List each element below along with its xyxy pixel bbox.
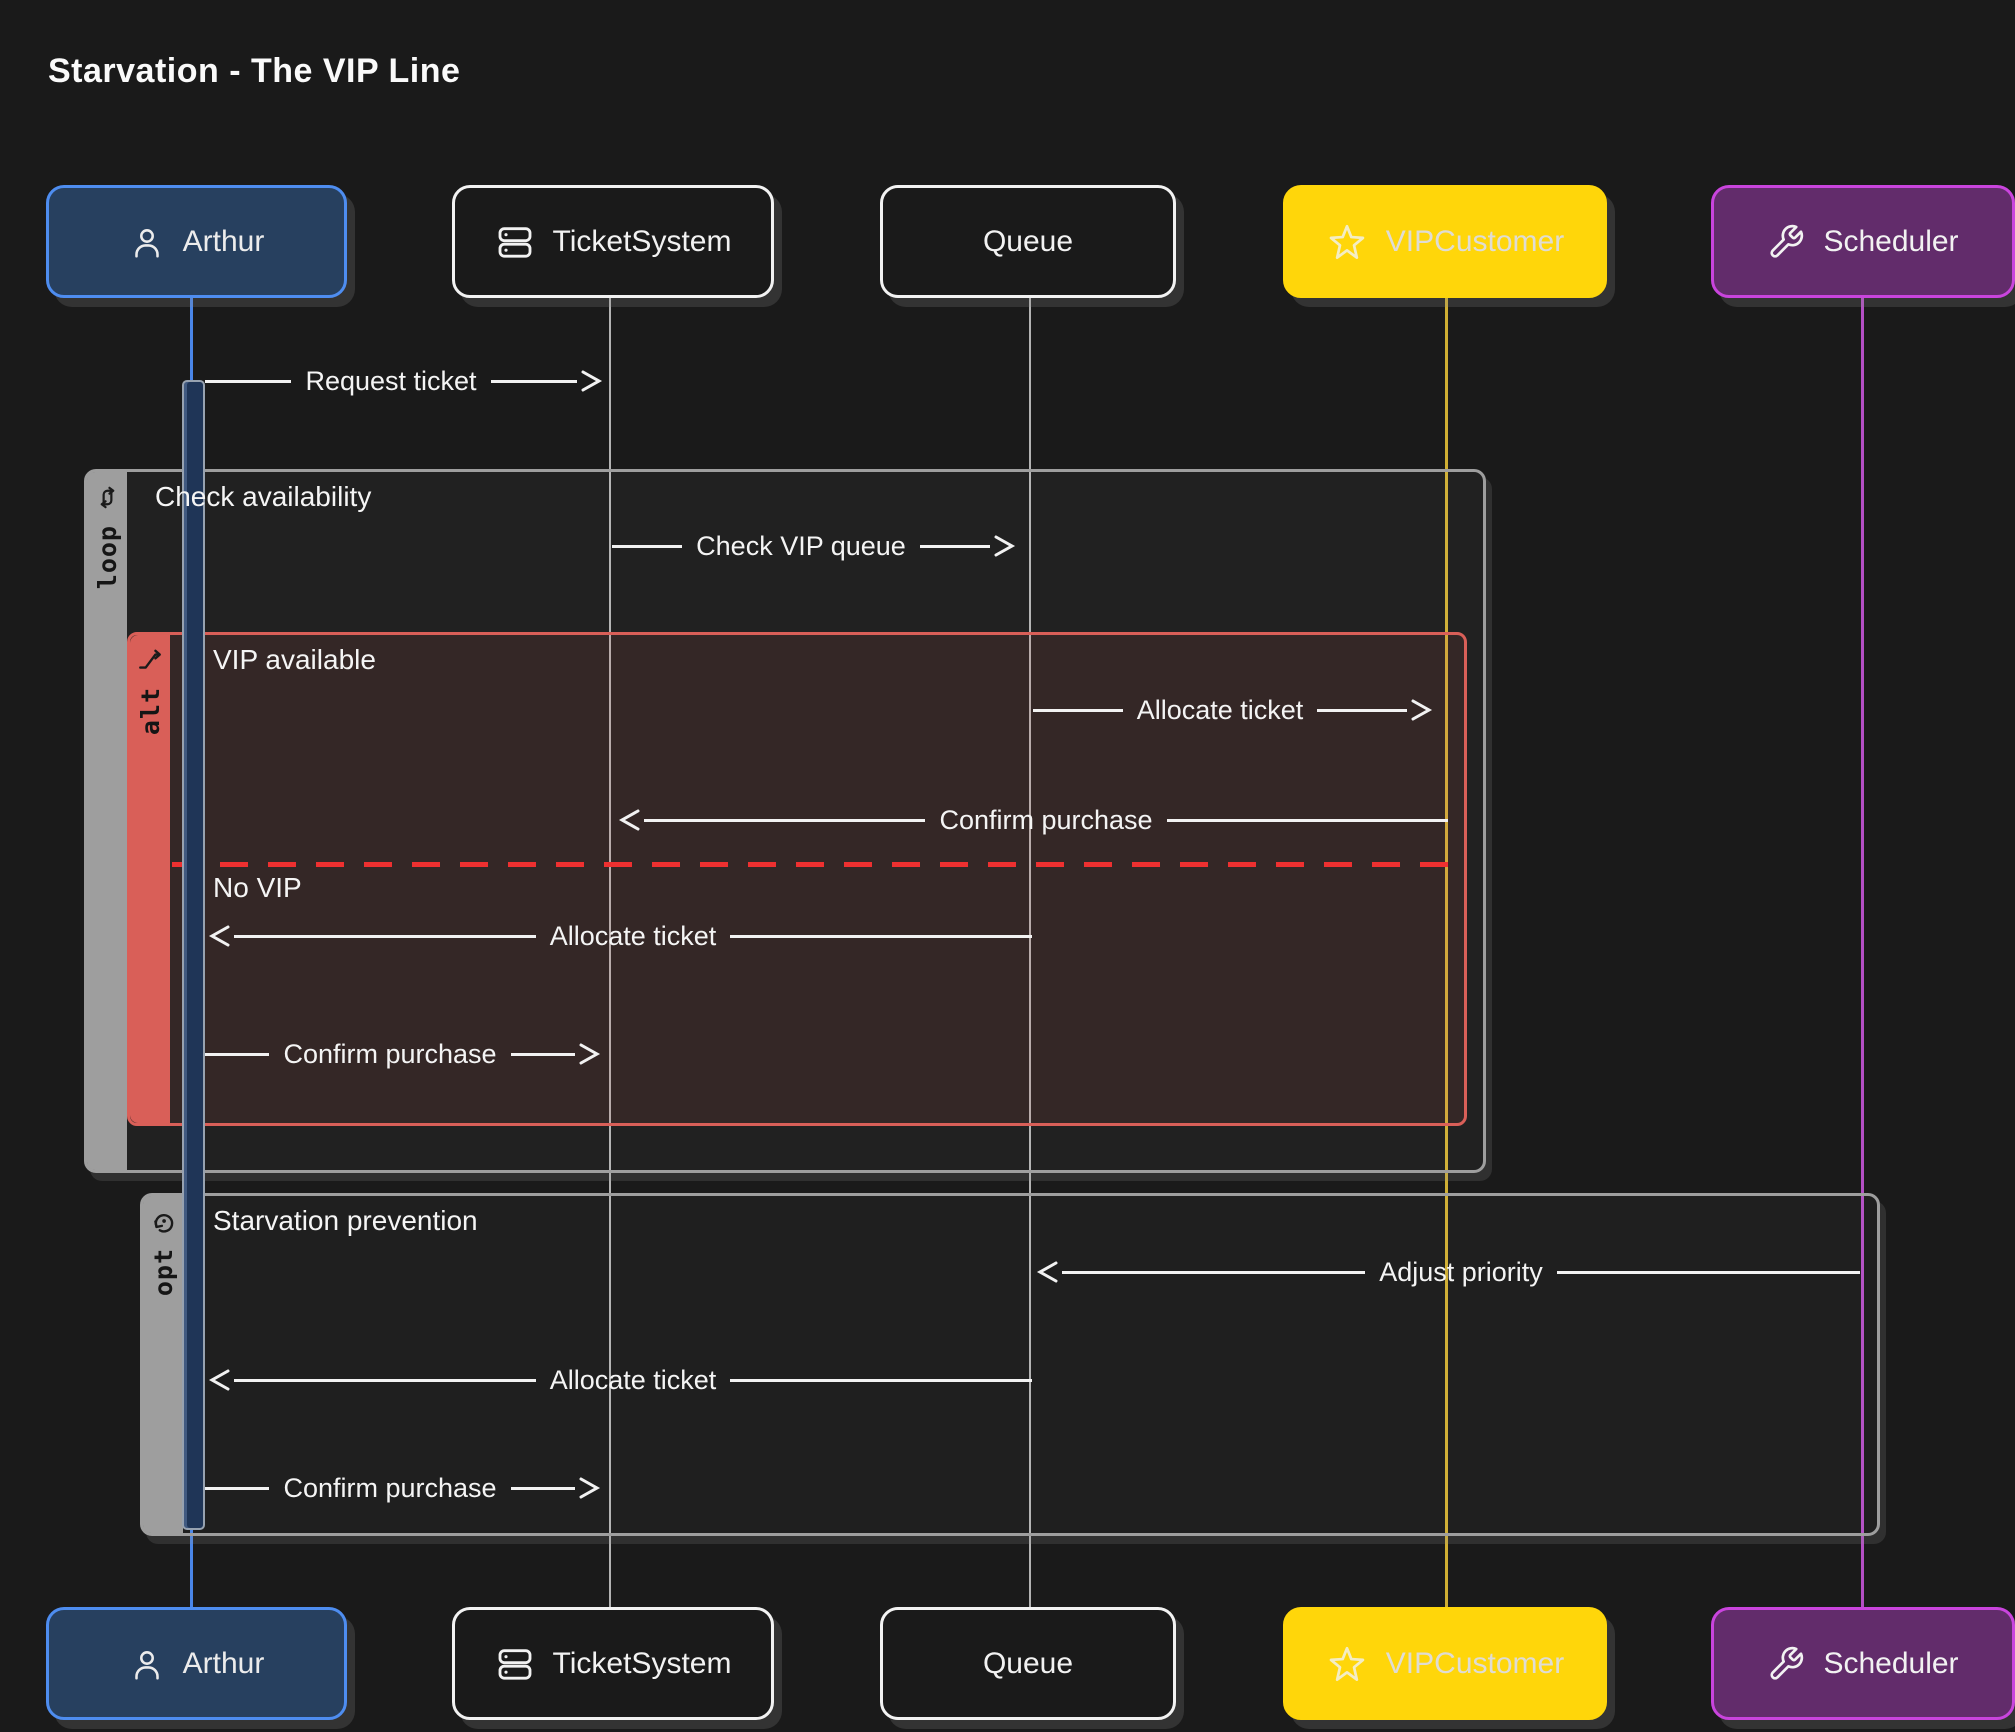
- message-line: [1062, 1270, 1366, 1274]
- actor-label: Queue: [982, 224, 1074, 258]
- message-line: [234, 1378, 536, 1382]
- arrowhead-left-icon: [1036, 1261, 1058, 1283]
- message-label: Allocate ticket: [549, 1364, 717, 1395]
- message-line: [205, 1052, 270, 1056]
- page-title: Starvation - The VIP Line: [48, 52, 461, 90]
- message-line: [510, 1052, 575, 1056]
- arrowhead-right-icon: [581, 370, 603, 392]
- actor-queue-bottom: Queue: [880, 1607, 1176, 1720]
- opt-frame: opt: [140, 1193, 1880, 1536]
- actor-label: VIPCustomer: [1385, 224, 1565, 258]
- message-line: [612, 544, 683, 548]
- alt-frame-label-strip: alt: [130, 635, 170, 1123]
- alt-divider-label: No VIP: [213, 872, 302, 903]
- message-line: [1033, 708, 1123, 712]
- message-check-vip-queue: Check VIP queue: [612, 527, 1016, 565]
- message-label: Allocate ticket: [549, 920, 717, 951]
- loop-icon: [100, 486, 114, 509]
- actor-ticketsystem-bottom: TicketSystem: [452, 1607, 774, 1720]
- message-line: [919, 544, 990, 548]
- alt-icon: [139, 649, 161, 669]
- message-line: [234, 934, 536, 938]
- message-line: [644, 818, 926, 822]
- message-label: Check VIP queue: [696, 530, 906, 561]
- actor-queue-top: Queue: [880, 185, 1176, 298]
- loop-frame-title: Check availability: [155, 481, 372, 512]
- actor-arthur-bottom: Arthur: [46, 1607, 347, 1720]
- actor-vipcustomer-top: VIPCustomer: [1283, 185, 1607, 298]
- actor-label: VIPCustomer: [1385, 1646, 1565, 1680]
- actor-ticketsystem-top: TicketSystem: [452, 185, 774, 298]
- message-line: [205, 379, 292, 383]
- arrowhead-left-icon: [208, 1369, 230, 1391]
- message-line: [1317, 708, 1408, 712]
- arrowhead-left-icon: [618, 809, 640, 831]
- loop-badge: loop: [92, 525, 122, 590]
- opt-frame-label-strip: opt: [143, 1196, 183, 1533]
- message-allocate-ticket-arthur: Allocate ticket: [208, 917, 1033, 955]
- star-icon: [1329, 224, 1365, 259]
- server-icon: [498, 226, 531, 258]
- actor-label: TicketSystem: [552, 1646, 732, 1680]
- wrench-icon: [1770, 224, 1804, 258]
- actor-label: Scheduler: [1823, 1646, 1959, 1680]
- message-line: [510, 1486, 575, 1490]
- opt-icon: [154, 1213, 174, 1233]
- actor-scheduler-top: Scheduler: [1711, 185, 2015, 298]
- star-icon: [1329, 1646, 1365, 1681]
- message-line: [490, 379, 577, 383]
- activation-bar-arthur: [182, 380, 205, 1530]
- wrench-icon: [1770, 1646, 1804, 1680]
- actor-scheduler-bottom: Scheduler: [1711, 1607, 2015, 1720]
- opt-badge: opt: [148, 1248, 178, 1297]
- arrowhead-right-icon: [1411, 699, 1433, 721]
- message-line: [1166, 818, 1448, 822]
- arrowhead-right-icon: [579, 1477, 601, 1499]
- alt-badge: alt: [135, 687, 165, 736]
- message-line: [205, 1486, 270, 1490]
- actor-vipcustomer-bottom: VIPCustomer: [1283, 1607, 1607, 1720]
- lifeline-queue: [1029, 290, 1031, 1609]
- actor-label: Arthur: [182, 1646, 265, 1680]
- alt-divider-dashed-line: [172, 862, 1456, 867]
- lifeline-scheduler: [1861, 290, 1864, 1609]
- message-line: [730, 934, 1033, 938]
- server-icon: [498, 1648, 531, 1680]
- loop-frame: loop: [84, 469, 1486, 1173]
- loop-frame-label-strip: loop: [87, 472, 127, 1170]
- opt-frame-title: Starvation prevention: [213, 1205, 478, 1236]
- message-label: Adjust priority: [1379, 1256, 1543, 1287]
- message-request-ticket: Request ticket: [205, 362, 603, 400]
- message-confirm-purchase-arthur: Confirm purchase: [205, 1035, 601, 1073]
- arrowhead-right-icon: [994, 535, 1016, 557]
- message-allocate-ticket-vip: Allocate ticket: [1033, 691, 1433, 729]
- actor-label: Queue: [982, 1646, 1074, 1680]
- message-label: Request ticket: [305, 365, 477, 396]
- actor-label: Arthur: [182, 224, 265, 258]
- message-line: [730, 1378, 1033, 1382]
- message-label: Confirm purchase: [283, 1038, 497, 1069]
- actor-arthur-top: Arthur: [46, 185, 347, 298]
- message-confirm-purchase-vip: Confirm purchase: [618, 801, 1448, 839]
- person-icon: [134, 1650, 159, 1680]
- message-line: [1556, 1270, 1860, 1274]
- person-icon: [134, 228, 159, 258]
- message-confirm-purchase-opt: Confirm purchase: [205, 1469, 601, 1507]
- message-label: Allocate ticket: [1136, 694, 1304, 725]
- actor-label: TicketSystem: [552, 224, 732, 258]
- alt-frame-title: VIP available: [213, 644, 376, 675]
- message-adjust-priority: Adjust priority: [1036, 1253, 1860, 1291]
- message-allocate-ticket-opt: Allocate ticket: [208, 1361, 1033, 1399]
- arrowhead-left-icon: [208, 925, 230, 947]
- message-label: Confirm purchase: [283, 1472, 497, 1503]
- lifeline-ticketsystem: [609, 290, 611, 1609]
- actor-label: Scheduler: [1823, 224, 1959, 258]
- message-label: Confirm purchase: [939, 804, 1153, 835]
- lifeline-vipcustomer: [1445, 290, 1448, 1609]
- arrowhead-right-icon: [579, 1043, 601, 1065]
- alt-frame: alt: [127, 632, 1467, 1126]
